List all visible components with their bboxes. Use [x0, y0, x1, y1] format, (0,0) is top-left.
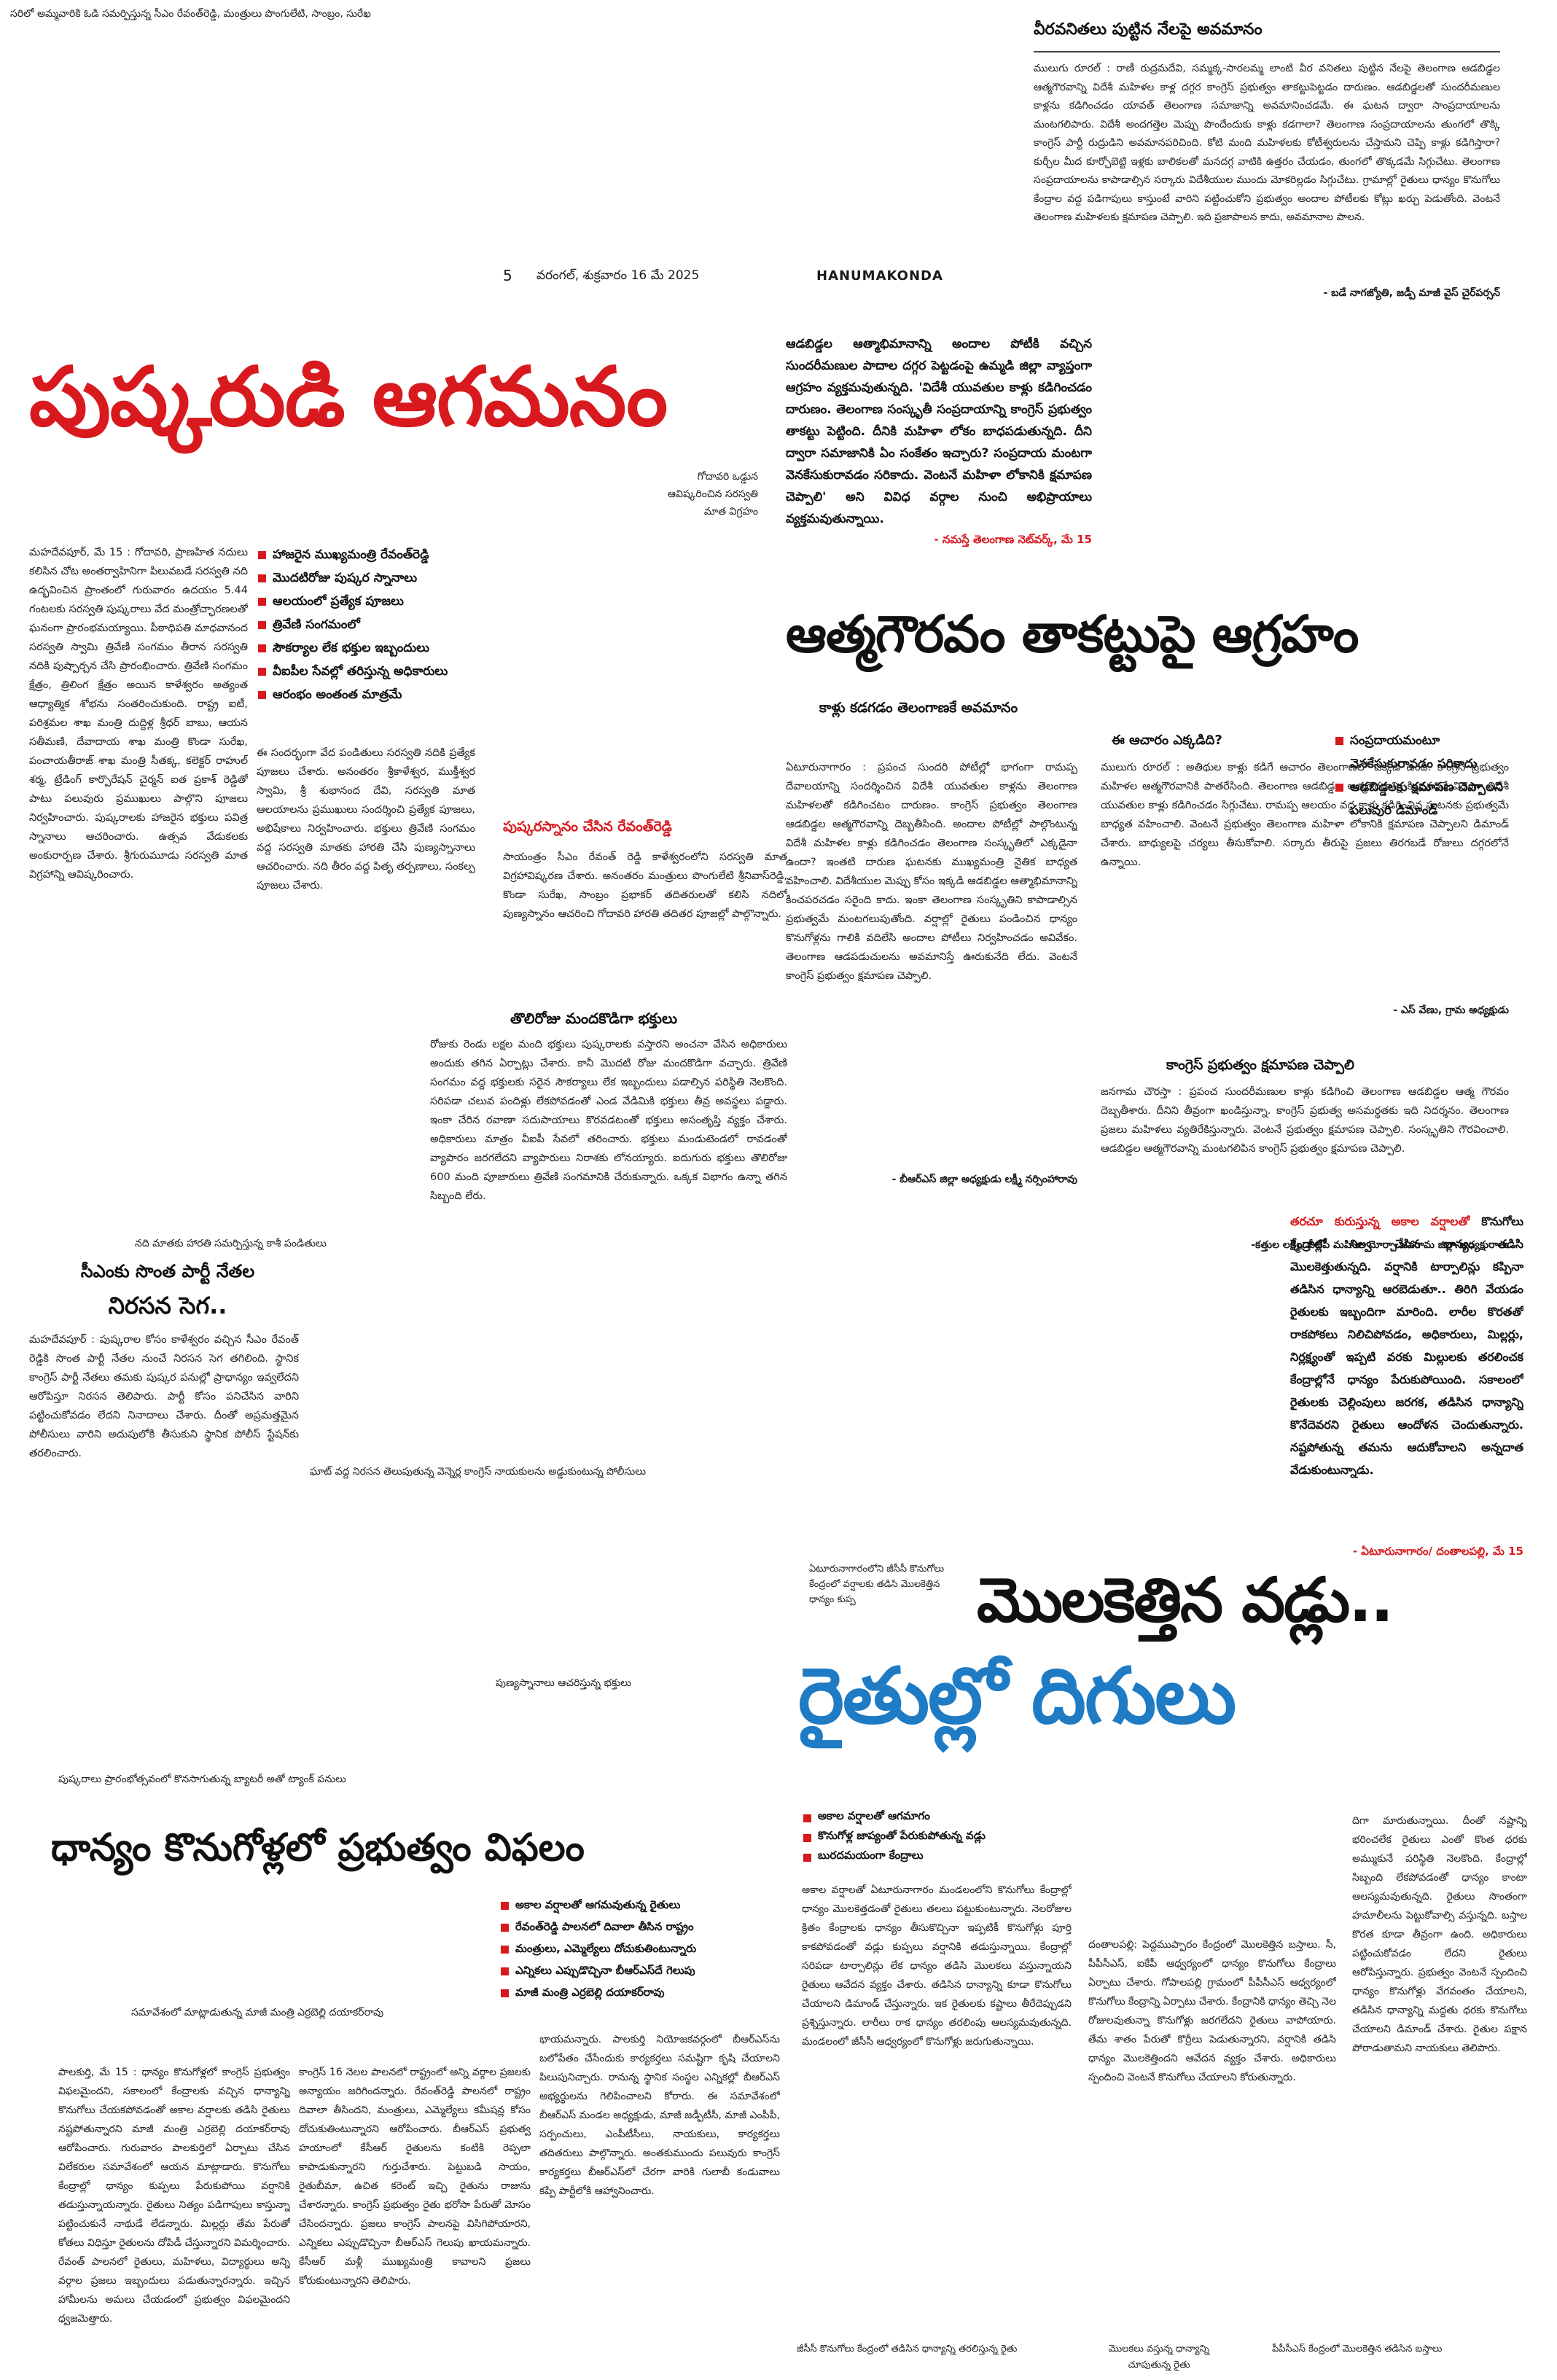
pushkar-body-mid: ఈ సందర్భంగా వేద పండితులు సరస్వతి నదికి ప…: [257, 747, 475, 891]
cm-protest-headline-1: సీఎంకు సొంత పార్టీ నేతల: [80, 1261, 255, 1281]
sprouted-headline-1: మొలకెత్తిన వడ్లు..: [977, 1564, 1394, 1636]
masthead: 5 వరంగల్, శుక్రవారం 16 మే 2025 HANUMAKON…: [503, 262, 969, 292]
sprouted-body-col2: దంతాలపల్లి: పెద్దముప్పారం కేంద్రంలో మొలక…: [1088, 1939, 1336, 2083]
cm-protest-headline-2: నిరసన సెగ..: [108, 1292, 227, 1319]
atmagouravam-headline: ఆత్మగౌరవం తాకట్టుపై ఆగ్రహం: [786, 604, 1359, 664]
atmagouravam-quote-text: ఆడబిడ్డల ఆత్మాభిమానాన్ని అందాల పోటీకి వచ…: [786, 337, 1092, 526]
revanth-subhead: పుష్కరస్నానం చేసిన రేవంత్‌రెడ్డి: [503, 819, 672, 835]
rain-box-body-text: కొనుగోలు కేంద్రాల్లో నిల్వ చేసిన ధాన్యం …: [1290, 1214, 1523, 1477]
dhanyam-bullet: మంత్రులు, ఎమ్మెల్యేలు దోచుకుతింటున్నారు: [499, 1938, 805, 1959]
atmagouravam-sub2-title: ఈ ఆచారం ఎక్కడిది?: [1112, 733, 1222, 748]
sprouted-photo-caption: ఏటూరునాగారంలోని జీసీసీ కొనుగోలు కేంద్రంల…: [809, 1564, 945, 1605]
first-day-subhead: తొలిరోజు మందకొడిగా భక్తులు: [510, 1010, 678, 1027]
dhanyam-bullet: రేవంత్‌రెడ్డి పాలనలో దివాలా తీసిన రాష్ట్…: [499, 1916, 805, 1938]
dhanyam-body-col3: భాయమన్నారు. పాలకుర్తి నియోజకవర్గంలో బీఆర…: [539, 2034, 780, 2197]
revanth-body: సాయంత్రం సీఎం రేవంత్ రెడ్డి కాళేశ్వరంలోన…: [503, 851, 787, 920]
atmagouravam-bullet: సంప్రదాయమంటూ వెనకేసుకురావడం సరికాదు: [1334, 729, 1509, 776]
rain-box: తరచూ కురుస్తున్న అకాల వర్షాలతో కొనుగోలు …: [1290, 1210, 1523, 1582]
veeravanitha-signoff: - బడే నాగజ్యోతి, జడ్పీ మాజీ వైస్ చైర్‌పర…: [1323, 287, 1501, 299]
veeravanitha-body: ములుగు రూరల్ : రాణీ రుద్రమదేవి, సమ్మక్క-…: [1034, 63, 1500, 223]
atmagouravam-quote: ఆడబిడ్డల ఆత్మాభిమానాన్ని అందాల పోటీకి వచ…: [786, 333, 1092, 596]
atmagouravam-quote-source: - నమస్తే తెలంగాణ నెట్‌వర్క్, మే 15: [934, 533, 1092, 546]
pushkar-devotees-caption: పుణ్యస్నానాలు ఆచరిస్తున్న భక్తులు: [496, 1677, 631, 1689]
dhanyam-bullet: అకాల వర్షాలతో ఆగమవుతున్న రైతులు: [499, 1894, 805, 1916]
dhanyam-headline: ధాన్యం కొనుగోళ్లలో ప్రభుత్వం విఫలం: [51, 1826, 585, 1870]
pushkar-bullet: త్రివేణి సంగమంలో: [257, 613, 475, 636]
rain-box-body: తరచూ కురుస్తున్న అకాల వర్షాలతో కొనుగోలు …: [1290, 1210, 1523, 1538]
dhanyam-bullet: మాజీ మంత్రి ఎర్రబెల్లి దయాకర్‌రావు: [499, 1981, 805, 2003]
veeravanitha-box: వీరవనితలు పుట్టిన నేలపై అవమానం ములుగు రూ…: [1034, 20, 1501, 315]
cm-arrest-caption: ఘాట్ వద్ద నిరసన తెలుపుతున్న వెన్నెర్ల కా…: [310, 1466, 646, 1478]
atmagouravam-bullets: సంప్రదాయమంటూ వెనకేసుకురావడం సరికాదు ఆడబి…: [1334, 729, 1509, 822]
sprouted-body-col3: దిగా మారుతున్నాయి. దీంతో నష్టాన్ని భరించ…: [1352, 1815, 1527, 2054]
page-number: 5: [503, 267, 512, 284]
dateline: వరంగల్, శుక్రవారం 16 మే 2025: [536, 268, 700, 283]
cm-protest-body: మహదేవపూర్ : పుష్కరాల కోసం కాళేశ్వరం వచ్చ…: [29, 1334, 299, 1459]
sprouted-caption-bottom-left: జీసీసీ కొనుగోలు కేంద్రంలో తడిసిన ధాన్యాన…: [797, 2344, 1018, 2354]
veeravanitha-title: వీరవనితలు పుట్టిన నేలపై అవమానం: [1034, 20, 1263, 39]
dhanyam-bullet: ఎన్నికలు ఎప్పుడొచ్చినా బీఆర్ఎస్‌దే గెలుప…: [499, 1959, 805, 1981]
dhanyam-body-col1: పాలకుర్తి, మే 15 : ధాన్యం కొనుగోళ్లలో కా…: [58, 2067, 290, 2325]
atmagouravam-sub1-signoff: - బీఆర్ఎస్ జిల్లా అధ్యక్షుడు లక్ష్మీ నర్…: [891, 1174, 1077, 1185]
pushkar-bullet: మొదటిరోజు పుష్కర స్నానాలు: [257, 566, 475, 590]
atmagouravam-sub3-signoff: -కత్తుల లక్ష్మి, బీజేపీ మహిళా మోర్చా జనగ…: [1251, 1239, 1509, 1251]
atmagouravam-sub1-title: కాళ్లు కడగడం తెలంగాణకే అవమానం: [819, 700, 1018, 716]
cm-protest-photo-caption: నది మాతకు హారతి సమర్పిస్తున్న కాశీ పండిత…: [135, 1238, 327, 1249]
pushkar-bullet: వీఐపీల సేవల్లో తరిస్తున్న అధికారులు: [257, 660, 475, 683]
dhanyam-body-col2: కాంగ్రెస్ 16 నెలల పాలనలో రాష్ట్రంలో అన్న…: [299, 2067, 531, 2287]
dhanyam-top-caption: పుష్కరాలు ప్రారంభోత్సవంలో కొనసాగుతున్న బ…: [58, 1774, 346, 1785]
rain-box-body-lead: తరచూ కురుస్తున్న అకాల వర్షాలతో: [1290, 1214, 1470, 1228]
sprouted-bullets: అకాల వర్షాలతో ఆగమాగం కొనుగోళ్ల జాప్యంతో …: [802, 1806, 1137, 1865]
dhanyam-bullets: అకాల వర్షాలతో ఆగమవుతున్న రైతులు రేవంత్‌ర…: [499, 1894, 805, 2003]
pushkar-body-left: మహదేవపూర్, మే 15 : గోదావరి, ప్రాణహిత నదు…: [29, 547, 248, 881]
atmagouravam-sub2-body: ములుగు రూరల్ : అతిథుల కాళ్లు కడిగే ఆచారం…: [1101, 762, 1509, 868]
sprouted-body-col1: అకాల వర్షాలతో ఏటూరునాగారం మండలంలోని కొను…: [802, 1884, 1072, 2048]
atmagouravam-sub3-title: కాంగ్రెస్ ప్రభుత్వం క్షమాపణ చెప్పాలి: [1166, 1057, 1354, 1073]
pushkar-bullet: హాజరైన ముఖ్యమంత్రి రేవంత్‌రెడ్డి: [257, 543, 475, 566]
atmagouravam-sub1-body: ఏటూరునాగారం : ప్రపంచ సుందరి పోటీల్లో భాగ…: [786, 762, 1077, 982]
top-left-photo-caption: సరిలో అమ్మవారికి ఓడి సమర్పిస్తున్న సీఎం …: [10, 8, 371, 20]
dhanyam-photo-caption: సమావేశంలో మాట్లాడుతున్న మాజీ మంత్రి ఎర్ర…: [131, 2007, 384, 2018]
edition-label: HANUMAKONDA: [816, 268, 943, 284]
sprouted-caption-bottom-mid: మొలకలు వస్తున్న ధాన్యాన్ని చూపుతున్న రైత…: [1108, 2344, 1210, 2371]
rain-box-dateline: - ఏటూరునాగారం/ దంతాలపల్లి, మే 15: [1352, 1545, 1523, 1558]
pushkar-headline: పుష్కరుడి ఆగమనం: [29, 350, 668, 445]
pushkar-photo-caption: గోదావరి ఒడ్డున ఆవిష్కరించిన సరస్వతి మాత …: [667, 471, 758, 518]
atmagouravam-sub2-signoff: - ఎస్ వేణు, గ్రామ అధ్యక్షుడు: [1393, 1004, 1509, 1016]
pushkar-bullet: ఆరంభం అంతంత మాత్రమే: [257, 683, 475, 706]
pushkar-bullet: ఆలయంలో ప్రత్యేక పూజలు: [257, 590, 475, 613]
sprouted-bullet: కొనుగోళ్ల జాప్యంతో పేరుకుపోతున్న వడ్లు: [802, 1826, 1137, 1846]
atmagouravam-sub3-body: జనగామ చౌరస్తా : ప్రపంచ సుందరీమణుల కాళ్లు…: [1101, 1086, 1509, 1155]
pushkar-bullets: హాజరైన ముఖ్యమంత్రి రేవంత్‌రెడ్డి మొదటిరో…: [257, 543, 475, 706]
pushkar-bullet: సౌకర్యాల లేక భక్తుల ఇబ్బందులు: [257, 636, 475, 660]
first-day-body: రోజుకు రెండు లక్షల మంది భక్తులు పుష్కరాల…: [430, 1039, 787, 1202]
atmagouravam-bullet: ఆడబిడ్డలకు క్షమాపణ చెప్పాలని పలువురి డిమ…: [1334, 776, 1509, 822]
sprouted-bullet: అకాల వర్షాలతో ఆగమాగం: [802, 1806, 1137, 1826]
sprouted-caption-bottom-right: పీపీసీఎస్ కేంద్రంలో మొలకెత్తిన తడిసిన బస…: [1272, 2344, 1443, 2354]
sprouted-bullet: బురదమయంగా కేంద్రాలు: [802, 1846, 1137, 1865]
sprouted-headline-2: రైతుల్లో దిగులు: [798, 1651, 1236, 1741]
